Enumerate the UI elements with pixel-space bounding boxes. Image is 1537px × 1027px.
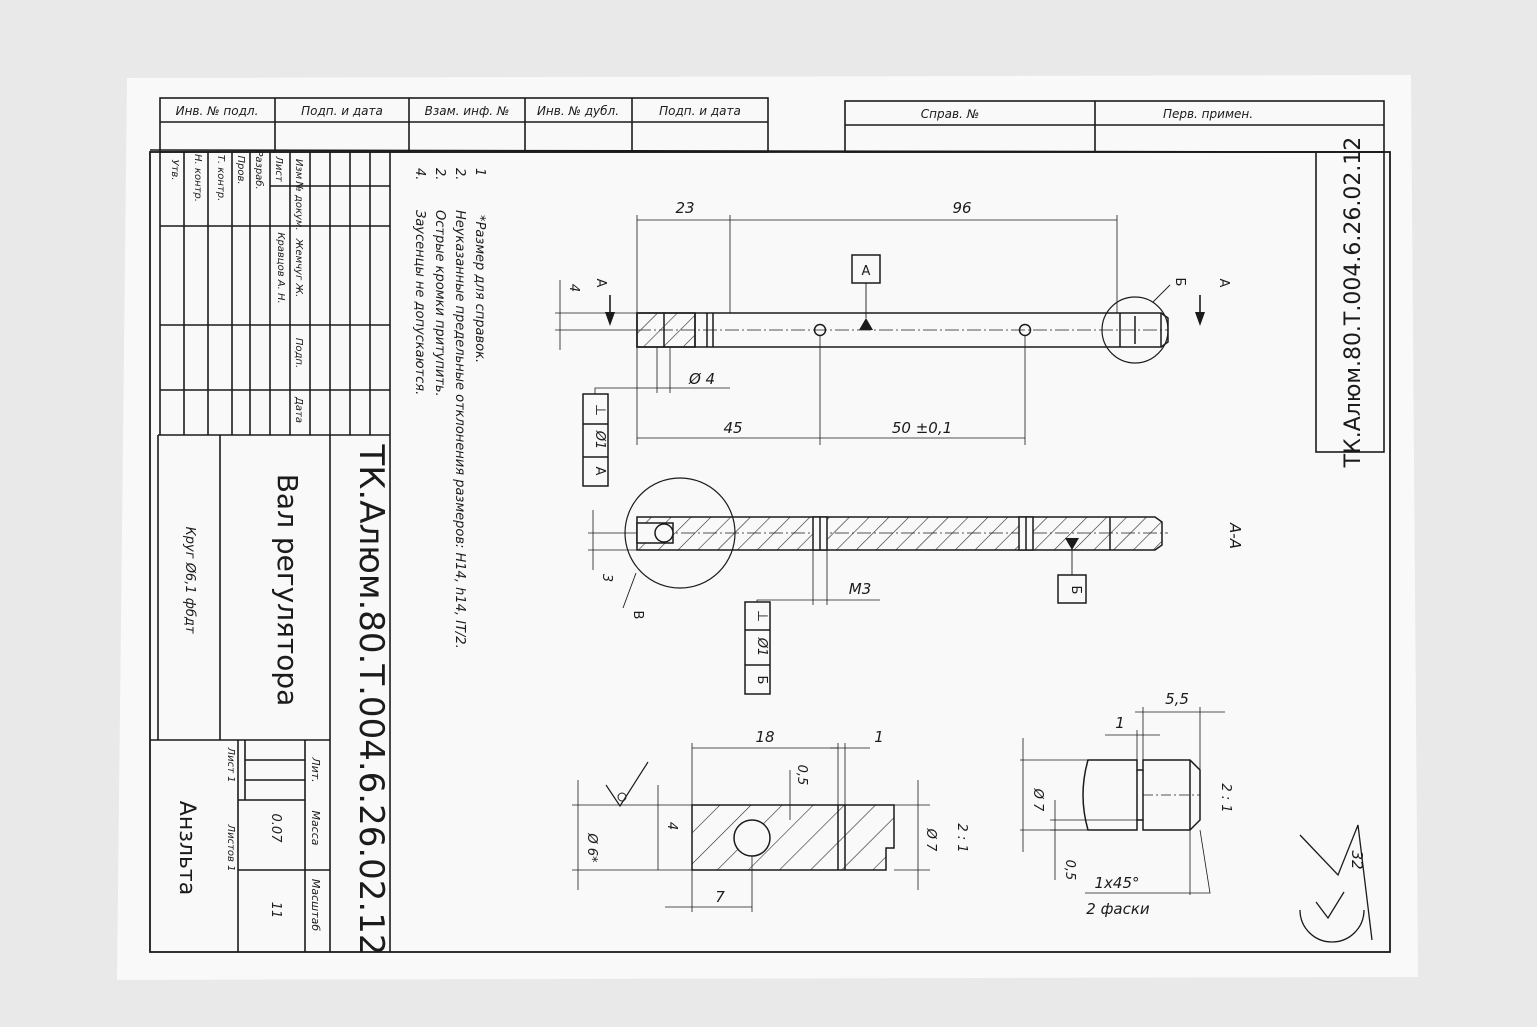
designation: ТК.Алюм.80.Т.004.6.26.02.12 xyxy=(351,444,391,956)
top-strip-right xyxy=(844,100,1385,153)
material: Круг Ø6,1 фбдт xyxy=(182,527,197,634)
dim-1-v: 1 xyxy=(874,728,884,746)
roughness-value: 32 xyxy=(1348,850,1366,869)
label-nkontr: Н. контр. xyxy=(192,154,203,202)
dim-1-b: 1 xyxy=(1115,714,1125,732)
dim-4-v: 4 xyxy=(664,822,679,830)
tol-a-perp-symbol: ⊥ xyxy=(592,404,608,416)
label-razrab: Разраб. xyxy=(253,150,265,189)
dim-4: 4 xyxy=(566,284,581,292)
scale-value: 11 xyxy=(268,902,283,919)
dim-7: 7 xyxy=(715,888,725,906)
razrab-name: Жемчуг Ж. xyxy=(293,238,304,298)
detail-b-view xyxy=(1020,707,1225,895)
tol-b-value: Ø1 xyxy=(754,637,769,657)
label-podp-data-2: Подп. и дата xyxy=(659,104,741,118)
label-podp-data-1: Подп. и дата xyxy=(301,104,383,118)
tol-a-value: Ø1 xyxy=(592,430,607,450)
datum-b-label: Б xyxy=(1068,586,1083,595)
sheet-label: Лист 1 xyxy=(225,747,236,783)
dim-45: 45 xyxy=(723,419,742,437)
detail-v-label: В xyxy=(630,611,645,620)
label-inv-podl: Инв. № подл. xyxy=(176,104,259,118)
dim-d6: Ø 6* xyxy=(584,832,599,863)
note-3: Острые кромки притупить. xyxy=(432,210,447,397)
dim-d7-b: Ø 7 xyxy=(1030,788,1045,812)
note-1: *Размер для справок. xyxy=(472,215,487,363)
label-podp: Подп. xyxy=(293,338,304,368)
dim-05-b: 0,5 xyxy=(1062,860,1077,881)
label-inv-dubl: Инв. № дубл. xyxy=(537,104,619,118)
dim-23: 23 xyxy=(675,199,694,217)
note-4-number: 4. xyxy=(412,168,427,180)
dim-05-v: 0,5 xyxy=(794,765,809,786)
chamfer-size: 1х45° xyxy=(1094,874,1139,892)
detail-b-label: Б xyxy=(1172,278,1187,287)
dim-96: 96 xyxy=(952,199,971,217)
detail-b-callout xyxy=(1101,296,1169,364)
tol-b-perp-symbol: ⊥ xyxy=(754,610,770,622)
dim-m3: М3 xyxy=(849,580,872,598)
label-lit: Лит. xyxy=(309,756,322,782)
technical-notes: 1 *Размер для справок. 2. Неуказанные пр… xyxy=(412,168,487,649)
label-utv: Утв. xyxy=(169,160,180,181)
roughness-symbol xyxy=(1299,824,1373,943)
label-scale: Масштаб xyxy=(309,879,322,931)
top-strip-left xyxy=(159,97,769,153)
section-a-left: А xyxy=(593,279,608,288)
code-box-text: ТК.Алюм.80.Т.004.6.26.02.12 xyxy=(1341,137,1366,469)
organization: Анзльта xyxy=(174,801,199,895)
label-mass: Масса xyxy=(309,810,322,845)
note-2: Неуказанные предельные отклонения размер… xyxy=(452,210,467,649)
detail-v-scale: 2 : 1 xyxy=(954,823,969,852)
drawing-frame xyxy=(149,151,1391,953)
chamfer-count: 2 фаски xyxy=(1086,900,1150,918)
label-data: Дата xyxy=(293,396,304,423)
code-box xyxy=(1315,151,1385,453)
datum-a-label: А xyxy=(862,264,871,279)
label-perv-primen: Перв. примен. xyxy=(1163,107,1253,121)
main-view xyxy=(555,215,1205,487)
prov-name: Кравцов А. Н. xyxy=(275,232,286,303)
tol-a-datum: А xyxy=(592,467,607,476)
label-list: Лист xyxy=(273,155,284,183)
note-2-number: 2. xyxy=(452,168,467,180)
tol-b-datum: Б xyxy=(754,676,769,685)
dim-55: 5,5 xyxy=(1165,690,1189,708)
note-1-number: 1 xyxy=(472,168,487,176)
part-name: Вал регулятора xyxy=(271,474,304,707)
label-sprav: Справ. № xyxy=(921,107,979,121)
label-izm: Изм xyxy=(293,159,304,180)
label-ndoc: № докум. xyxy=(293,180,304,230)
label-tkontr: Т. контр. xyxy=(215,155,226,202)
dim-d7-v: Ø 7 xyxy=(923,828,938,852)
label-vzam-inv: Взам. инф. № xyxy=(425,104,510,118)
note-4: Заусенцы не допускаются. xyxy=(412,210,427,395)
note-3-number: 2. xyxy=(432,168,447,180)
sheets-label: Листов 1 xyxy=(225,824,236,872)
dim-18: 18 xyxy=(755,728,774,746)
section-title: А-А xyxy=(1226,522,1244,549)
section-a-a-view xyxy=(588,477,1168,695)
dim-d4: Ø 4 xyxy=(688,370,715,388)
section-a-right: А xyxy=(1216,279,1231,288)
mass-value: 0.07 xyxy=(268,814,283,844)
label-prov: Пров. xyxy=(235,155,246,184)
dim-50: 50 ±0,1 xyxy=(892,419,952,437)
dim-3: 3 xyxy=(599,574,614,582)
detail-v-view xyxy=(572,743,930,912)
detail-b-scale: 2 : 1 xyxy=(1218,783,1233,812)
